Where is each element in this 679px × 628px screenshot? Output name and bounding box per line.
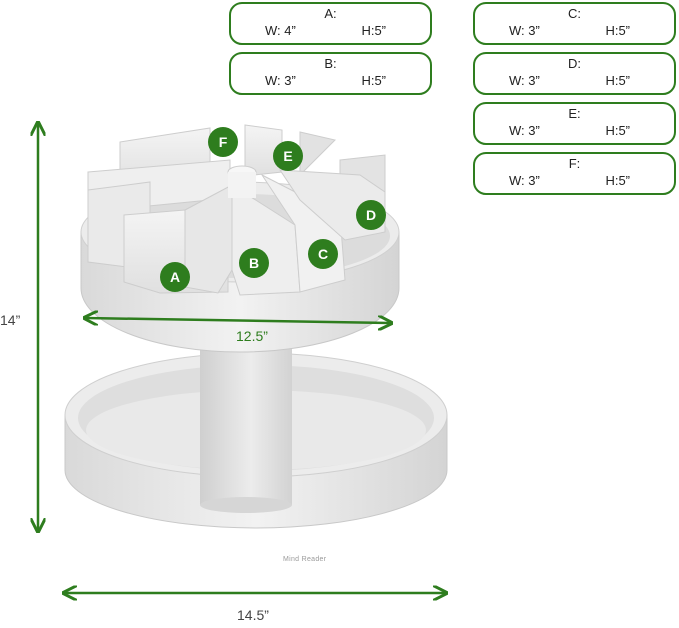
divider-panels xyxy=(87,124,386,296)
spec-box-a: A: W: 4” H:5” xyxy=(229,2,432,45)
spec-name: D: xyxy=(568,56,581,71)
spec-name: A: xyxy=(324,6,337,21)
badge-f: F xyxy=(208,127,238,157)
spec-name: B: xyxy=(324,56,337,71)
badge-letter: B xyxy=(249,255,259,271)
base-width-label: 14.5” xyxy=(237,607,269,623)
spec-height: H:5” xyxy=(361,23,386,38)
spec-width: W: 3” xyxy=(509,23,540,38)
spec-width: W: 3” xyxy=(509,123,540,138)
spec-height: H:5” xyxy=(605,173,630,188)
spec-width: W: 3” xyxy=(509,73,540,88)
spec-height: H:5” xyxy=(605,73,630,88)
spec-height: H:5” xyxy=(605,23,630,38)
spec-name: F: xyxy=(568,156,581,171)
top-width-label: 12.5” xyxy=(236,328,268,344)
badge-a: A xyxy=(160,262,190,292)
badge-d: D xyxy=(356,200,386,230)
badge-letter: F xyxy=(219,134,228,150)
top-width-arrow xyxy=(86,318,390,323)
spec-width: W: 4” xyxy=(265,23,296,38)
brand-mark: Mind Reader xyxy=(283,556,327,563)
spec-width: W: 3” xyxy=(265,73,296,88)
spec-box-e: E: W: 3” H:5” xyxy=(473,102,676,145)
badge-letter: D xyxy=(366,207,376,223)
badge-b: B xyxy=(239,248,269,278)
spec-height: H:5” xyxy=(361,73,386,88)
badges: A B C D E F xyxy=(160,127,386,292)
badge-letter: C xyxy=(318,246,328,262)
spec-box-b: B: W: 3” H:5” xyxy=(229,52,432,95)
badge-letter: E xyxy=(283,148,292,164)
badge-c: C xyxy=(308,239,338,269)
spec-width: W: 3” xyxy=(509,173,540,188)
spec-name: C: xyxy=(568,6,581,21)
badge-e: E xyxy=(273,141,303,171)
spec-box-c: C: W: 3” H:5” xyxy=(473,2,676,45)
spec-height: H:5” xyxy=(605,123,630,138)
badge-letter: A xyxy=(170,269,180,285)
spec-name: E: xyxy=(568,106,581,121)
height-label: 14” xyxy=(0,312,21,328)
spec-box-f: F: W: 3” H:5” xyxy=(473,152,676,195)
spec-box-d: D: W: 3” H:5” xyxy=(473,52,676,95)
center-post xyxy=(200,345,292,513)
